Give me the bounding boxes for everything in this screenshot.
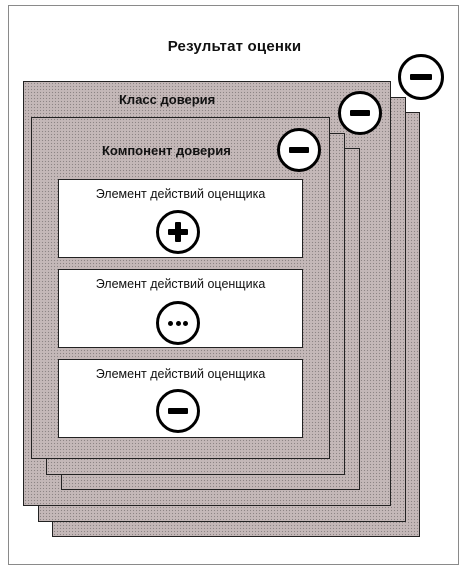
minus-icon (156, 389, 200, 433)
class-minus-icon (338, 91, 382, 135)
evaluator-element-label: Элемент действий оценщика (95, 277, 266, 291)
plus-icon (156, 210, 200, 254)
evaluator-element-label: Элемент действий оценщика (95, 187, 266, 201)
evaluator-element-2: Элемент действий оценщика (58, 269, 303, 348)
evaluator-element-3: Элемент действий оценщика (58, 359, 303, 438)
component-minus-icon (277, 128, 321, 172)
class-label: Класс доверия (119, 92, 216, 107)
diagram-title: Результат оценки (167, 38, 302, 55)
evaluator-element-1: Элемент действий оценщика (58, 179, 303, 258)
ellipsis-icon (156, 301, 200, 345)
component-label: Компонент доверия (102, 143, 231, 158)
result-minus-icon (398, 54, 444, 100)
evaluator-element-label: Элемент действий оценщика (95, 367, 266, 381)
